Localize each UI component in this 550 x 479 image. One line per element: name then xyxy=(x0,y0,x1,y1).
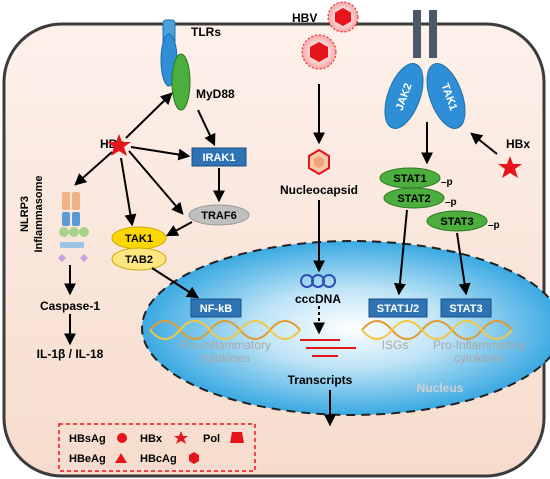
stat12-label: STAT1/2 xyxy=(377,303,419,315)
stat3-oval xyxy=(426,210,488,232)
legend-hbeag-triangle-icon xyxy=(115,453,127,463)
stat1-label: STAT1 xyxy=(393,173,426,185)
il-label: IL-1β / IL-18 xyxy=(37,347,104,361)
irak1-box xyxy=(191,147,247,167)
legend-hbx-label: HBx xyxy=(140,433,163,445)
nucleus-label: Nucleus xyxy=(417,381,464,395)
transcripts-label: Transcripts xyxy=(288,373,353,387)
legend-hbsag-circle-icon xyxy=(117,433,127,443)
signaling-arrows xyxy=(64,84,498,427)
nucleus xyxy=(141,240,550,416)
tlr-receptor xyxy=(160,19,178,87)
legend-hbeag-label: HBeAg xyxy=(69,453,106,465)
legend-pol-trapezoid-icon xyxy=(230,432,244,443)
stat3-label: STAT3 xyxy=(440,216,473,228)
jak-receptor xyxy=(384,10,466,129)
isgs-label: ISGs xyxy=(382,338,409,352)
stat2-phos: –p xyxy=(445,197,457,208)
legend-hbsag-label: HBsAg xyxy=(69,433,106,445)
proinf-left-line1: Pro-Inflammatory xyxy=(179,338,271,352)
tlrs-label: TLRs xyxy=(191,25,221,39)
stat3-box xyxy=(440,298,492,318)
hbx-right-star xyxy=(498,156,522,178)
stat3-box-label: STAT3 xyxy=(449,303,482,315)
transcripts-icon xyxy=(300,339,356,357)
legend-box xyxy=(58,423,256,472)
proinf-right-line1: Pro-Inflammatory xyxy=(433,338,525,352)
hbx-right-label: HBx xyxy=(506,137,530,151)
cccdna-icon xyxy=(300,274,336,288)
hbv-virion-bottom xyxy=(301,34,337,70)
irak1-label: IRAK1 xyxy=(202,152,235,164)
nucleocapsid-label: Nucleocapsid xyxy=(280,183,358,197)
hbv-virion-top xyxy=(327,1,359,33)
tab2-label: TAB2 xyxy=(125,254,153,266)
proinf-right-line2: cytokines xyxy=(454,351,504,365)
stat12-box xyxy=(368,298,428,318)
tak1-label: TAK1 xyxy=(125,233,153,245)
dna-helix-left xyxy=(149,320,301,340)
nlrp3-inflammasome-icon xyxy=(58,192,89,262)
legend-pol-label: Pol xyxy=(203,433,220,445)
nfkb-label: NF-kB xyxy=(200,303,232,315)
stat1-phos: –p xyxy=(441,177,453,188)
cccdna-label: cccDNA xyxy=(295,292,341,306)
nlrp3-label: NLRP3 xyxy=(19,196,31,232)
traf6-label: TRAF6 xyxy=(201,210,236,222)
nfkb-box xyxy=(190,298,242,318)
tab2-oval xyxy=(111,247,167,271)
proinf-left-line2: cytokines xyxy=(200,351,250,365)
legend-hbx-star-icon xyxy=(174,431,188,444)
caspase1-label: Caspase-1 xyxy=(40,299,100,313)
legend-hbcag-hexagon-icon xyxy=(189,452,199,464)
stat2-label: STAT2 xyxy=(397,193,430,205)
nucleocapsid-icon xyxy=(308,148,330,176)
myd88-shape xyxy=(171,53,191,111)
stat3-phos: –p xyxy=(488,220,500,231)
myd88-label: MyD88 xyxy=(196,87,235,101)
inflammasome-label: Inflammasome xyxy=(33,175,45,252)
stat2-oval xyxy=(383,187,445,209)
hbx-left-star xyxy=(107,134,131,156)
dna-helix-right xyxy=(361,320,513,340)
legend-hbcag-label: HBcAg xyxy=(140,453,177,465)
hbv-label: HBV xyxy=(292,11,317,25)
traf6-oval xyxy=(188,204,250,226)
